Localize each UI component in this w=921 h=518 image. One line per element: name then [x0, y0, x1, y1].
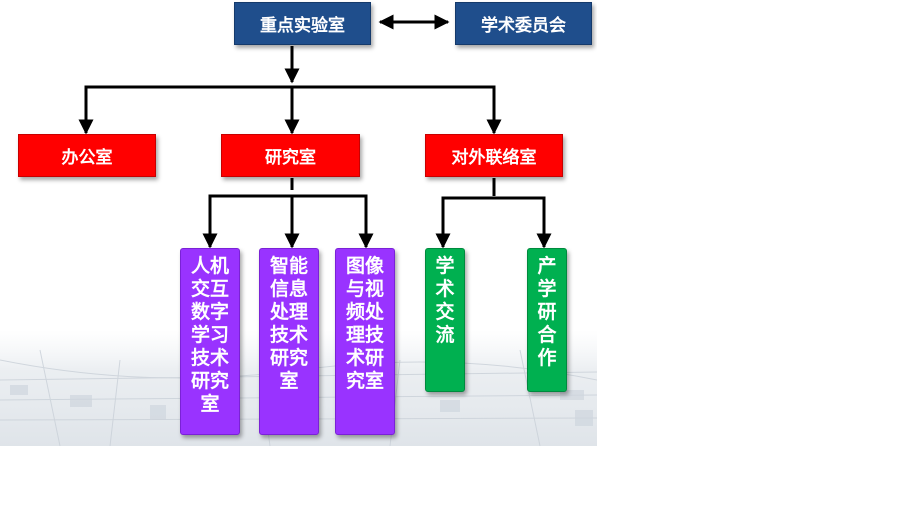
industry-academia-research-box: 产学研合作	[527, 248, 567, 392]
hci-digital-learning-lab-label: 人机交互数字学习技术研究室	[190, 255, 229, 415]
research-dept-box: 研究室	[221, 134, 360, 177]
connector-lines	[78, 14, 552, 249]
image-video-processing-lab-label: 图像与视频处理技术研究室	[345, 255, 384, 392]
key-lab-label: 重点实验室	[260, 16, 345, 36]
research-group-branch	[202, 194, 374, 249]
hci-digital-learning-lab-box: 人机交互数字学习技术研究室	[180, 248, 240, 435]
org-chart-slide: 重点实验室 学术委员会 办公室 研究室 对外联络室 人机交互数字学习技术研究室 …	[0, 0, 597, 446]
industry-academia-research-label: 产学研合作	[537, 255, 557, 369]
external-relations-box: 对外联络室	[425, 134, 563, 177]
intelligent-info-processing-lab-box: 智能信息处理技术研究室	[259, 248, 319, 435]
department-branch-connector	[78, 85, 502, 135]
academic-exchange-box: 学术交流	[425, 248, 465, 392]
external-relations-label: 对外联络室	[451, 148, 537, 168]
academic-exchange-label: 学术交流	[435, 255, 455, 346]
academic-committee-box: 学术委员会	[455, 2, 592, 45]
research-dept-label: 研究室	[265, 148, 316, 168]
office-box: 办公室	[18, 134, 156, 177]
image-video-processing-lab-box: 图像与视频处理技术研究室	[335, 248, 395, 435]
key-lab-box: 重点实验室	[234, 2, 371, 45]
external-group-branch	[435, 196, 552, 249]
academic-committee-label: 学术委员会	[481, 16, 566, 36]
intelligent-info-processing-lab-label: 智能信息处理技术研究室	[269, 255, 308, 392]
office-label: 办公室	[61, 148, 113, 168]
